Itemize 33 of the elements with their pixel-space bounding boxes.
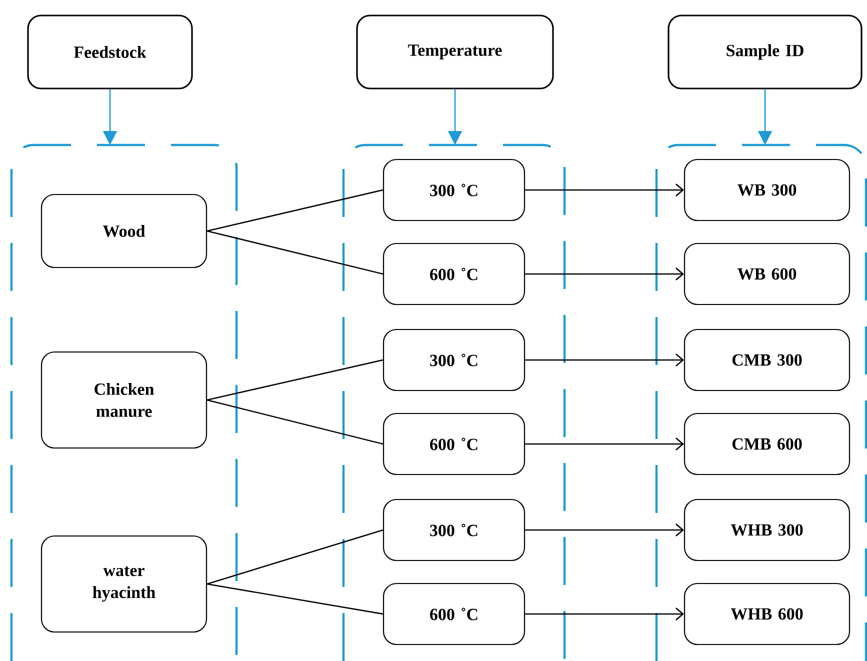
process-box: 600 ˚C xyxy=(382,412,526,476)
header-box: Temperature xyxy=(356,14,554,90)
process-box: WHB 600 xyxy=(684,582,850,646)
connector-line xyxy=(206,359,384,401)
process-box: 300 ˚C xyxy=(382,328,526,392)
process-box: 300 ˚C xyxy=(382,158,526,222)
process-box: CMB 600 xyxy=(684,412,850,476)
connector-line xyxy=(206,189,384,232)
process-box: CMB 300 xyxy=(684,328,850,392)
process-box: 600 ˚C xyxy=(382,242,526,306)
connector-line xyxy=(206,529,384,585)
arrow xyxy=(525,354,684,366)
process-box: 600 ˚C xyxy=(382,582,526,646)
process-box: WB 300 xyxy=(684,158,850,222)
arrow xyxy=(525,608,684,620)
connector-line xyxy=(206,399,384,445)
arrow xyxy=(525,438,684,450)
process-box: WB 600 xyxy=(684,242,850,306)
arrow xyxy=(525,268,684,280)
process-box: 300 ˚C xyxy=(382,498,526,562)
process-box: Wood xyxy=(40,194,208,268)
arrow xyxy=(525,524,684,536)
connector-line xyxy=(206,230,384,275)
dashed-group-frame xyxy=(342,144,566,661)
arrow xyxy=(525,184,684,196)
process-box: Chicken manure xyxy=(40,351,208,449)
process-box: WHB 300 xyxy=(684,498,850,562)
header-box: Feedstock xyxy=(27,14,193,90)
connector-line xyxy=(206,583,384,615)
header-box: Sample ID xyxy=(668,14,862,90)
dashed-group-frame xyxy=(655,144,867,661)
dashed-group-frame xyxy=(10,144,238,661)
process-box: water hyacinth xyxy=(40,535,208,633)
